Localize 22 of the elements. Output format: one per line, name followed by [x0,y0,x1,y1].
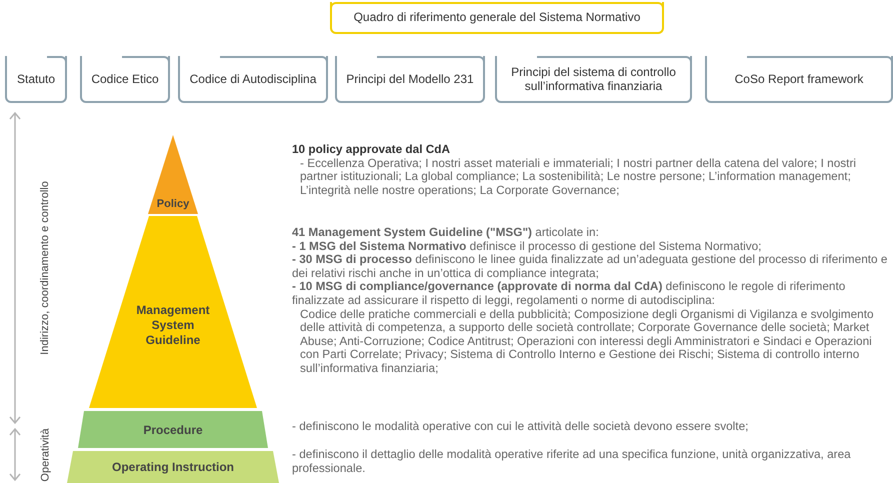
pyramid-tier: Policy [148,135,198,214]
document-box: Codice di Autodisciplina [178,56,328,103]
pyramid-tier: Management System Guideline [89,216,257,408]
description-text: - 1 MSG del Sistema Normativo definisce il processo di gestione del Sistema Normativo; [292,240,762,254]
document-box: Principi del Modello 231 [335,56,485,103]
description-text: 41 Management System Guideline ("MSG") articolate in: [292,226,600,240]
pyramid-tier: Operating Instruction [67,451,279,483]
description-heading: 10 policy approvate dal CdA [292,143,451,157]
document-box: Principi del sistema di controllo sull’informativa finanziaria [495,56,692,103]
description-text: - 30 MSG di processo definiscono le linee guida finalizzate ad un’adeguata gestione del processo di riferimento e dei relativi rischi anche in un’ottica di compliance integrata; [292,253,888,280]
description-text: - 10 MSG di compliance/governance (approvate di norma dal CdA) definiscono le regole di riferimento finalizzate ad assicurare il rispetto di leggi, regolamenti o norme di autodisciplina: [292,280,846,308]
document-box: Statuto [5,56,67,103]
axis-label: Operatività [39,428,52,482]
description-text: - definiscono il dettaglio delle modalità operative riferite ad una specifica funzione, unità organizzativa, area professionale. [292,448,852,476]
axis-label: Indirizzo, coordinamento e controllo [38,181,51,355]
document-box: CoSo Report framework [705,56,893,103]
description-text: - Eccellenza Operativa; I nostri asset materiali e immateriali; I nostri partner della catena del valore; I nostri partner istituzionali; La global compliance; La sostenibilità; Le nostre persone; L’information management; L’integrità nelle nostre operations; La Corporate Governance; [299,156,858,198]
description-text: - definiscono le modalità operative con cui le attività delle società devono essere svolte; [292,420,750,434]
document-box: Codice Etico [80,56,170,103]
pyramid-tier: Procedure [78,411,268,448]
title-box: Quadro di riferimento generale del Sistema Normativo [330,2,664,34]
description-text: Codice delle pratiche commerciali e della pubblicità; Composizione degli Organismi di Vigilanza e svolgimento delle attività di competenza, a supporto delle società controllate; Corporate Governance delle società; Market Abuse; Anti-Corruzione; Codice Antitrust; Operazioni con interessi degli Amministratori e Sindaci e Operazioni con Parti Correlate; Privacy; Sistema di Controllo Interno e Gestione dei Rischi; Sistema di controllo interno sull’informativa finanziaria; [299,308,875,376]
